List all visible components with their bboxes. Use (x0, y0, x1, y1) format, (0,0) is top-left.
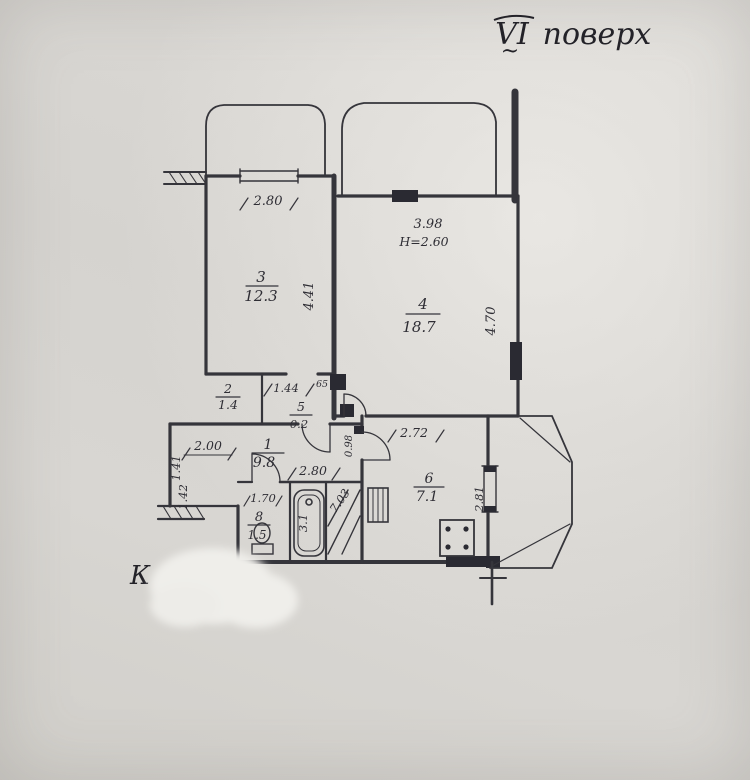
hall1-area: 9.8 (253, 455, 275, 471)
room4-width-dim: 3.98 (414, 217, 443, 232)
window-room3-top (239, 168, 299, 184)
wc8-area: 1.5 (247, 528, 266, 542)
hall1-side-dim-1: 1.41 (169, 455, 183, 481)
shaft-dim: 0.98 (344, 435, 355, 457)
room4-area: 18.7 (402, 318, 436, 336)
kitchen6-area: 7.1 (416, 489, 438, 505)
closet5-width-dim: 1.44 (273, 381, 299, 395)
overline-stroke (493, 14, 535, 21)
room4-number: 4 (417, 295, 428, 313)
hall1-number: 1 (264, 437, 273, 453)
room3-number: 3 (256, 268, 266, 286)
stove (439, 519, 475, 557)
wc8-width-dim: 1.70 (250, 491, 276, 505)
room2-number: 2 (223, 381, 232, 396)
hall1-left-dim: 2.00 (193, 438, 222, 453)
bottom-right-wall-cross (479, 560, 507, 606)
room3-width-dim: 2.80 (253, 194, 283, 209)
room2-area: 1.4 (218, 397, 238, 412)
margin-letter: К (129, 561, 151, 591)
wc8-number: 8 (255, 510, 263, 525)
toilet (251, 522, 274, 555)
kitchen6-height-dim: 2.81 (472, 486, 486, 513)
floor-annotation: VI ~ поверх (493, 14, 652, 64)
balcony-right-outline (489, 415, 573, 569)
door-arcs (251, 393, 391, 483)
room3-height-dim: 4.41 (302, 282, 317, 312)
interior-walls (236, 372, 364, 564)
hatched-duct (327, 489, 361, 555)
floor-word: поверх (543, 17, 652, 52)
tilde-mark: ~ (501, 39, 519, 64)
vent-shaft (367, 487, 389, 523)
hatched-wall-stub-top-left (163, 171, 207, 185)
hall1-side-dim-2: 1.42 (176, 484, 190, 510)
erased-blob (150, 548, 298, 628)
window-kitchen-right (481, 465, 499, 513)
hatched-wall-stub-bottom-left (156, 504, 240, 521)
balcony-outline-top-left (205, 104, 326, 177)
room4-ceiling-height: Н=2.60 (398, 234, 448, 249)
plan-labels: 2.80 3 12.3 4.41 3.98 Н=2.60 4 18.7 4.70… (169, 194, 499, 542)
balcony-outline-top-right (341, 102, 497, 197)
closet5-area: 0.2 (290, 417, 308, 431)
hall1-width-dim: 2.80 (298, 463, 327, 478)
room4-height-dim: 4.70 (484, 307, 499, 337)
kitchen6-width-dim: 2.72 (399, 425, 428, 440)
bath7-area: 3.1 (296, 514, 310, 532)
room3-area: 12.3 (244, 287, 277, 305)
dimension-ticks (181, 197, 445, 507)
closet5-small-dim: 65 (316, 379, 328, 390)
wall-fill-blocks (330, 190, 522, 568)
room-number-underlines (215, 285, 445, 526)
closet5-number: 5 (297, 399, 305, 414)
kitchen6-number: 6 (425, 471, 434, 487)
floor-roman-numeral: VI (495, 17, 530, 52)
bathtub (293, 489, 325, 557)
